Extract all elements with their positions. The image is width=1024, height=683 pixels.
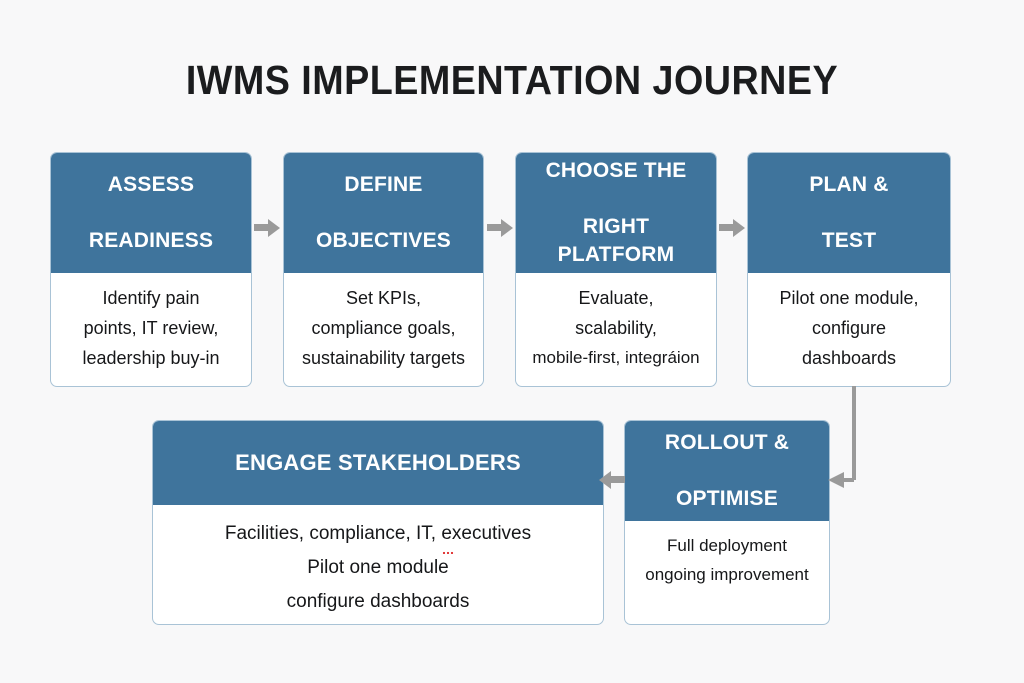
arrow-right-icon-assess-to-define bbox=[254, 219, 280, 237]
page-title: IWMS IMPLEMENTATION JOURNEY bbox=[185, 57, 839, 103]
arrow-right-icon-choose-to-plan bbox=[719, 219, 745, 237]
step-header-assess-readiness: ASSESS READINESS bbox=[51, 153, 251, 273]
step-header-plan-and-test: PLAN & TEST bbox=[748, 153, 950, 273]
step-header-line: TEST bbox=[821, 229, 877, 252]
arrow-right-icon-define-to-choose bbox=[487, 219, 513, 237]
step-body-line: Evaluate, bbox=[578, 288, 654, 308]
step-card-plan-and-test[interactable]: PLAN & TEST Pilot one module, configure … bbox=[747, 152, 951, 387]
step-body-line: leadership buy-in bbox=[82, 348, 220, 368]
arrow-elbow-icon-plan-to-rollout bbox=[828, 386, 856, 488]
step-card-define-objectives[interactable]: DEFINE OBJECTIVES Set KPIs, compliance g… bbox=[283, 152, 484, 387]
step-header-choose-the-right-platform: CHOOSE THE RIGHT PLATFORM bbox=[516, 153, 716, 273]
step-header-line: PLAN & bbox=[809, 173, 889, 196]
step-body-line: configure dashboards bbox=[286, 591, 470, 612]
step-header-line: OBJECTIVES bbox=[315, 229, 452, 252]
step-body-define-objectives: Set KPIs, compliance goals, sustainabili… bbox=[284, 273, 483, 373]
step-body-line: mobile-first, integráion bbox=[532, 348, 700, 367]
step-header-line: ENGAGE STAKEHOLDERS bbox=[235, 450, 521, 475]
step-body-line: sustainability targets bbox=[301, 348, 466, 368]
step-body-line: Pilot one module, bbox=[779, 288, 919, 308]
spellcheck-underline: executives bbox=[441, 517, 531, 554]
step-header-line: DEFINE bbox=[344, 173, 423, 196]
step-body-choose-the-right-platform: Evaluate, scalability, mobile-first, int… bbox=[516, 273, 716, 373]
step-body-line: Set KPIs, bbox=[345, 288, 422, 308]
step-header-line: RIGHT PLATFORM bbox=[557, 215, 675, 266]
step-body-line: ongoing improvement bbox=[645, 565, 809, 584]
step-header-rollout-and-optimise: ROLLOUT & OPTIMISE bbox=[625, 421, 829, 521]
step-card-engage-stakeholders[interactable]: ENGAGE STAKEHOLDERS Facilities, complian… bbox=[152, 420, 604, 625]
step-header-line: ASSESS bbox=[107, 173, 195, 196]
step-header-line: CHOOSE THE bbox=[545, 159, 687, 182]
step-body-line: scalability, bbox=[575, 318, 657, 338]
step-body-line: Identify pain bbox=[102, 288, 200, 308]
arrow-left-icon-rollout-to-engage bbox=[599, 471, 625, 489]
step-body-line: Pilot one module bbox=[307, 557, 449, 578]
step-header-line: OPTIMISE bbox=[676, 487, 778, 510]
step-body-line: compliance goals, bbox=[311, 318, 456, 338]
step-header-engage-stakeholders: ENGAGE STAKEHOLDERS bbox=[153, 421, 603, 505]
step-body-engage-stakeholders: Facilities, compliance, IT, executives P… bbox=[153, 505, 603, 619]
step-body-line: Facilities, compliance, IT, executives bbox=[161, 517, 595, 554]
step-body-plan-and-test: Pilot one module, configure dashboards bbox=[748, 273, 950, 373]
step-body-assess-readiness: Identify pain points, IT review, leaders… bbox=[51, 273, 251, 373]
step-card-rollout-and-optimise[interactable]: ROLLOUT & OPTIMISE Full deployment ongoi… bbox=[624, 420, 830, 625]
step-header-define-objectives: DEFINE OBJECTIVES bbox=[284, 153, 483, 273]
step-header-line: READINESS bbox=[88, 229, 214, 252]
step-body-rollout-and-optimise: Full deployment ongoing improvement bbox=[625, 521, 829, 589]
step-card-assess-readiness[interactable]: ASSESS READINESS Identify pain points, I… bbox=[50, 152, 252, 387]
step-header-line: ROLLOUT & bbox=[664, 431, 790, 454]
step-body-line: configure bbox=[811, 318, 887, 338]
step-body-line: Full deployment bbox=[666, 536, 787, 555]
step-body-line: points, IT review, bbox=[83, 318, 219, 338]
step-body-line: dashboards bbox=[801, 348, 897, 368]
step-card-choose-the-right-platform[interactable]: CHOOSE THE RIGHT PLATFORM Evaluate, scal… bbox=[515, 152, 717, 387]
